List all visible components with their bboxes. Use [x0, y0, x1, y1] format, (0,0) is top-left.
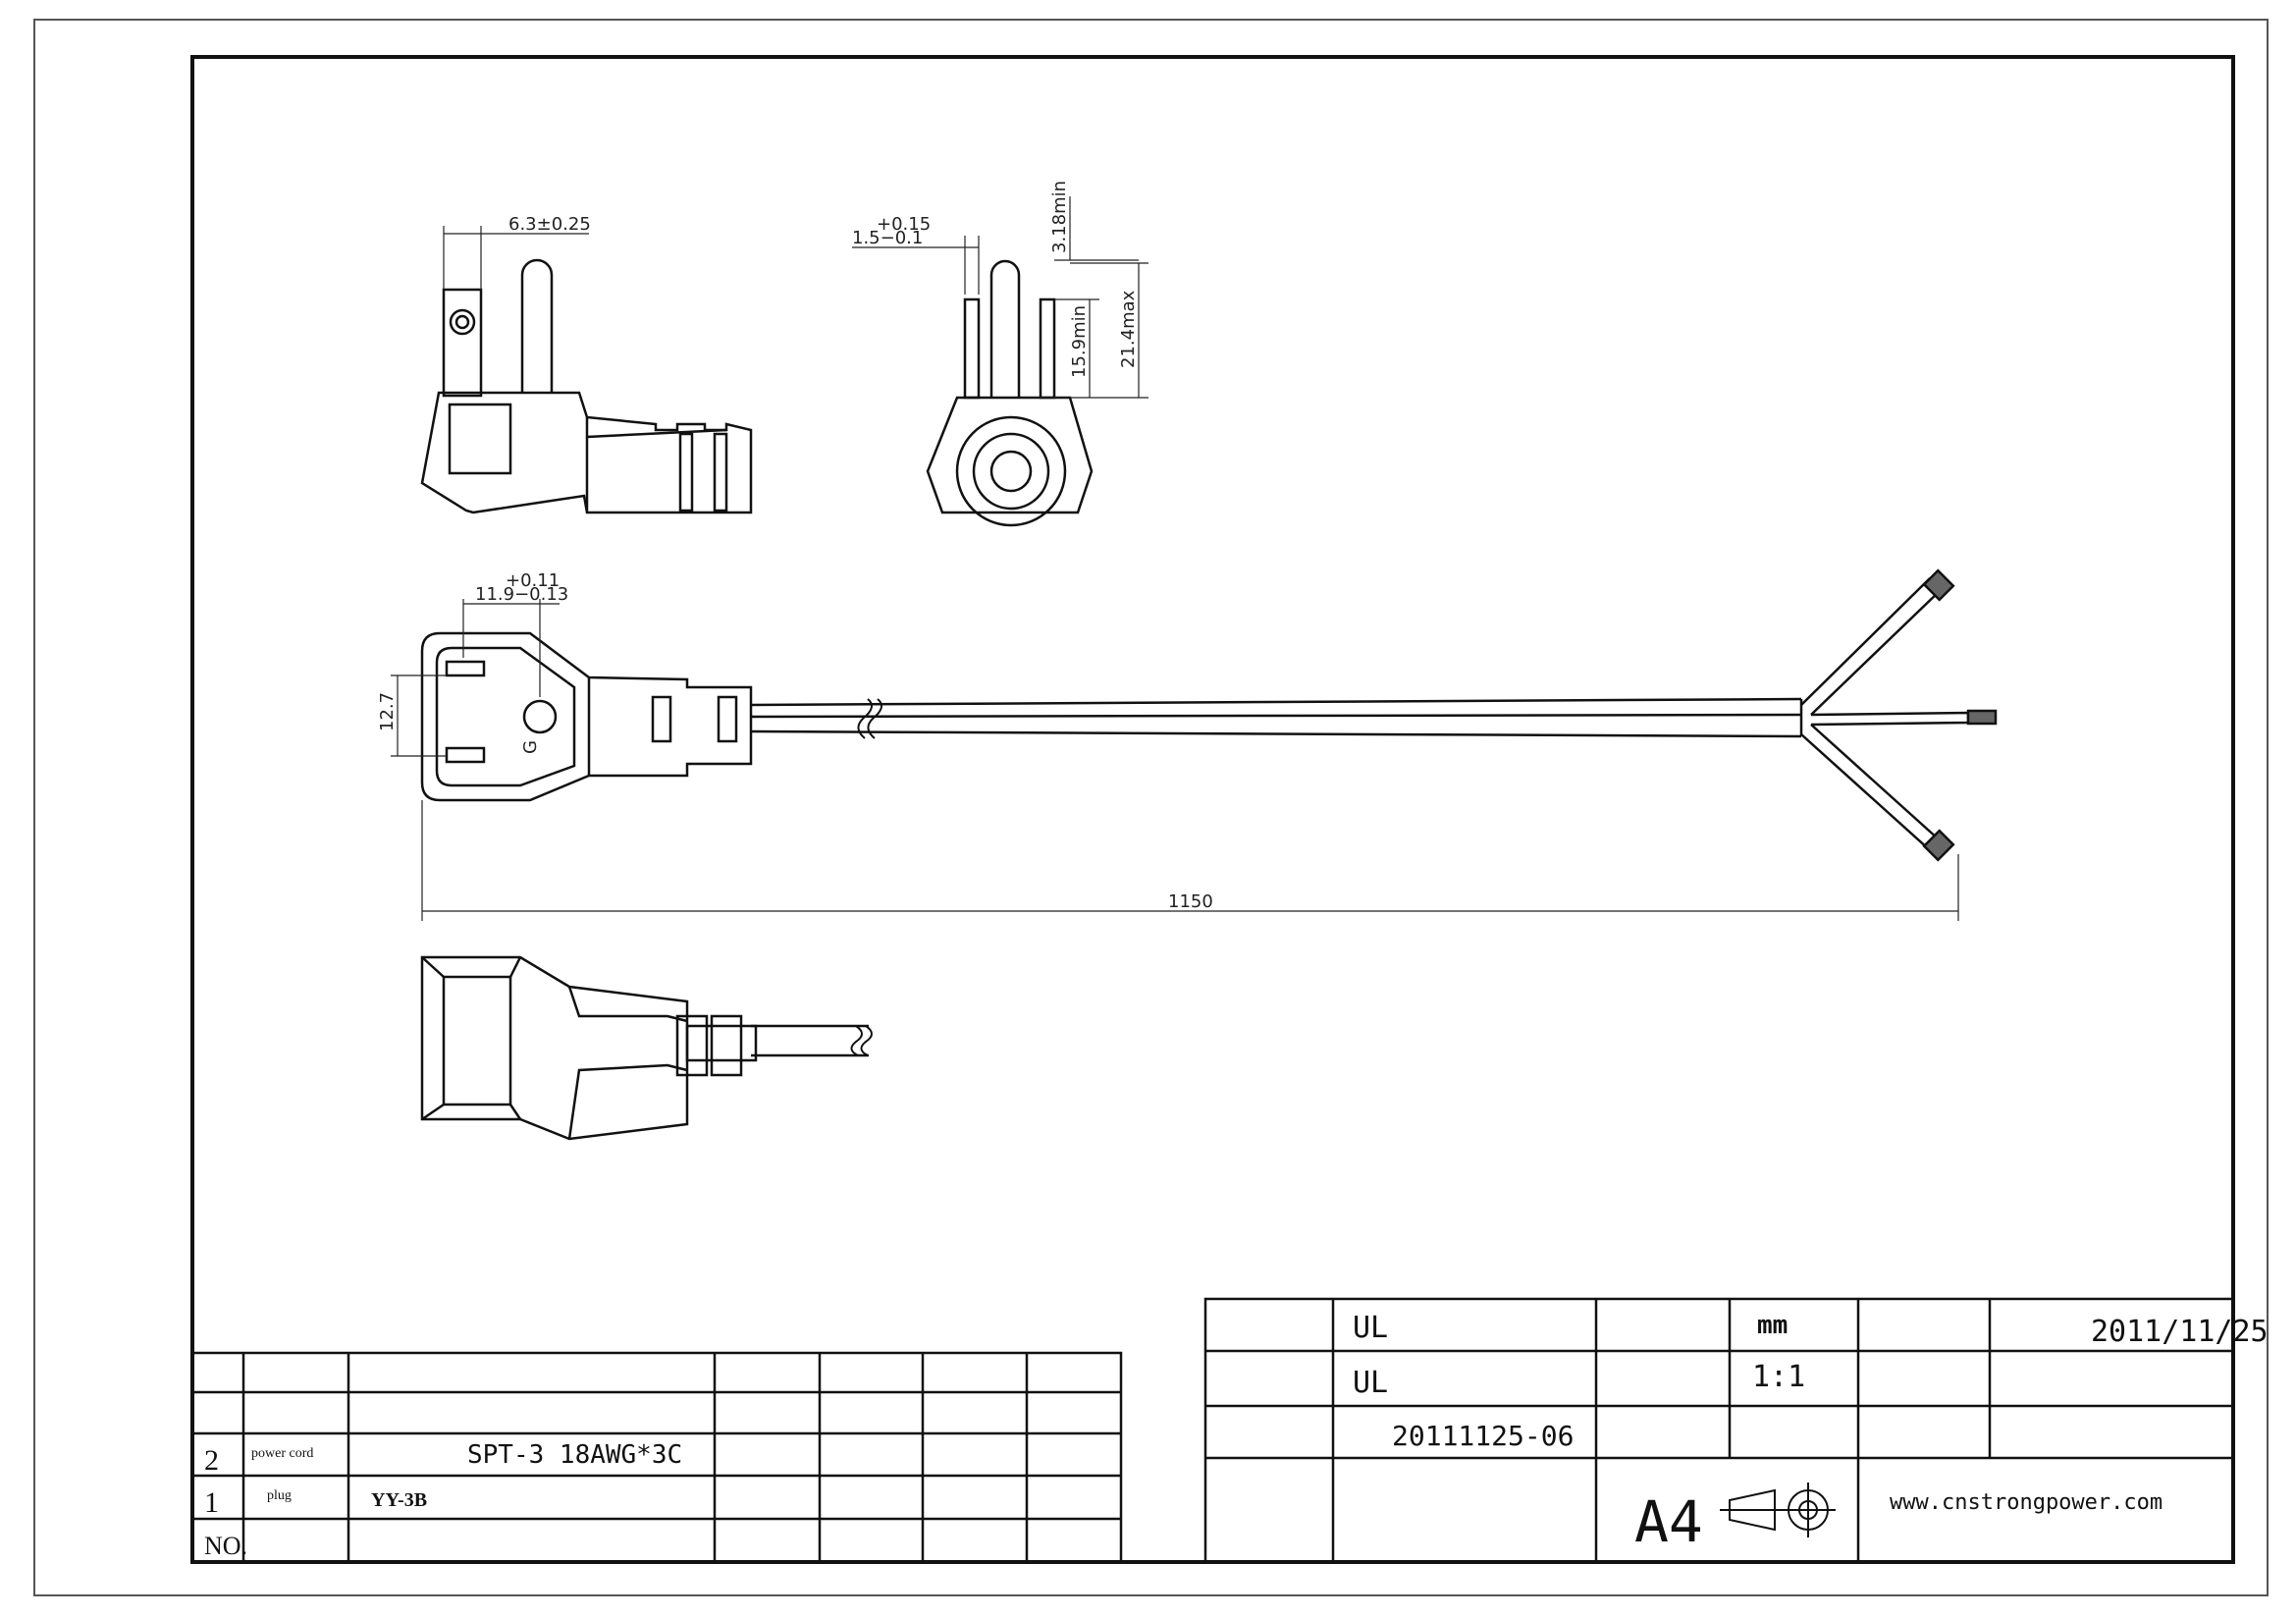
blade-pitch-label: 12.7: [377, 692, 398, 731]
plug-front-view: [926, 259, 1094, 527]
sheet-size: A4: [1634, 1488, 1703, 1555]
face-dimensions: [391, 599, 1959, 921]
pin-spacing-dimension: [443, 226, 589, 290]
pin-spacing-label: 6.3±0.25: [508, 214, 591, 235]
blade-edge-min-label: 3.18min: [1049, 181, 1070, 253]
parts-row-1-no: 1: [204, 1486, 219, 1519]
standard-2: UL: [1353, 1366, 1388, 1400]
parts-row-1-spec: YY-3B: [371, 1489, 427, 1511]
ground-offset-label: 11.9−0.13: [475, 584, 568, 605]
parts-row-2-spec: SPT-3 18AWG*3C: [467, 1440, 682, 1470]
scale: 1:1: [1752, 1360, 1805, 1394]
ground-offset-tol-label: +0.11: [506, 570, 560, 591]
cord-length-label: 1150: [1168, 891, 1213, 912]
drawing-frame: [190, 55, 2235, 1564]
plug-top-view: [420, 955, 873, 1141]
parts-header-no: NO.: [204, 1532, 247, 1560]
parts-row-2-no: 2: [204, 1444, 219, 1477]
plug-side-view: [420, 258, 753, 514]
parts-row-2-name: power cord: [251, 1446, 313, 1461]
date: 2011/11/25: [2091, 1315, 2269, 1349]
parts-row-1-name: plug: [267, 1488, 292, 1503]
standard-1: UL: [1353, 1311, 1388, 1345]
parts-list-grid: [190, 1351, 1123, 1564]
ground-marking: G: [520, 740, 541, 754]
blade-width-label: 1.5−0.1: [852, 228, 923, 248]
cord-body: [750, 568, 1998, 862]
blade-length-min-label: 15.9min: [1069, 305, 1090, 378]
first-angle-projection-icon: [1720, 1483, 1836, 1537]
unit: mm: [1757, 1311, 1788, 1340]
plug-face-view: [420, 631, 753, 802]
drawing-number: 20111125-06: [1392, 1420, 1574, 1452]
outer-border: [33, 19, 2269, 1596]
overall-height-label: 21.4max: [1118, 290, 1139, 368]
front-view-dimensions: [852, 196, 1148, 399]
title-block-grid: [1203, 1297, 2235, 1564]
website: www.cnstrongpower.com: [1890, 1490, 2163, 1515]
blade-width-tol-label: +0.15: [877, 214, 931, 235]
